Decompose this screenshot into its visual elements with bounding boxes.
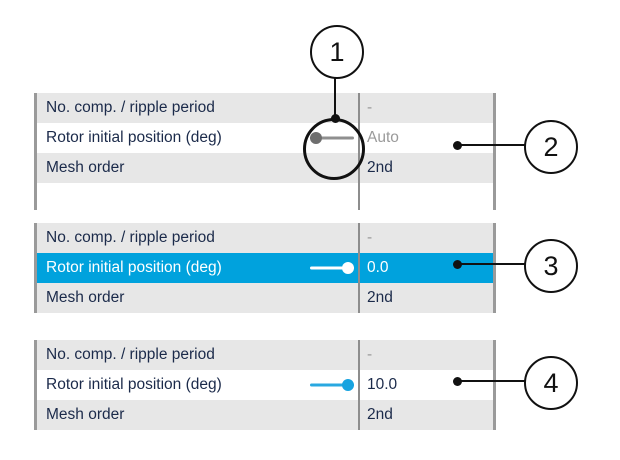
- property-value: 2nd: [367, 406, 393, 423]
- property-value: -: [367, 346, 373, 363]
- table-row[interactable]: No. comp. / ripple period -: [37, 223, 493, 253]
- property-name-cell: No. comp. / ripple period: [37, 93, 358, 123]
- table-row[interactable]: Mesh order 2nd: [37, 283, 493, 313]
- callout-label: 1: [329, 36, 345, 67]
- callout-2-anchor-dot: [453, 140, 462, 150]
- property-name-cell: Rotor initial position (deg): [37, 253, 358, 283]
- property-name-cell: Rotor initial position (deg): [37, 370, 358, 400]
- callout-1: 1: [310, 25, 364, 79]
- property-value-cell[interactable]: 2nd: [360, 400, 493, 430]
- column-divider: [358, 370, 360, 400]
- callout-2-leader: [457, 144, 525, 146]
- callout-1-anchor-dot: [330, 114, 340, 123]
- column-divider: [358, 283, 360, 313]
- property-label: Mesh order: [46, 289, 125, 306]
- callout-label: 4: [543, 367, 559, 398]
- property-panel-zero[interactable]: No. comp. / ripple period - Rotor initia…: [34, 223, 496, 313]
- callout-label: 3: [543, 250, 559, 281]
- property-value-cell[interactable]: [360, 183, 493, 210]
- callout-4: 4: [524, 356, 578, 410]
- rotor-initial-position-slider-ten[interactable]: [310, 378, 354, 392]
- callout-3: 3: [524, 239, 578, 293]
- property-label: No. comp. / ripple period: [46, 99, 215, 116]
- property-name-cell: Mesh order: [37, 153, 358, 183]
- callout-4-anchor-dot: [453, 376, 462, 386]
- callout-label: 2: [543, 131, 559, 162]
- property-panel-ten[interactable]: No. comp. / ripple period - Rotor initia…: [34, 340, 496, 430]
- callout-1-leader: [334, 74, 336, 122]
- property-name-cell: [37, 183, 358, 210]
- column-divider: [358, 183, 360, 210]
- callout-1-highlight-ring: [303, 118, 365, 180]
- property-value-cell[interactable]: -: [360, 340, 493, 370]
- column-divider: [358, 93, 360, 123]
- callout-3-leader: [457, 263, 525, 265]
- callout-2: 2: [524, 120, 578, 174]
- property-label: Mesh order: [46, 406, 125, 423]
- property-label: No. comp. / ripple period: [46, 346, 215, 363]
- table-row[interactable]: Rotor initial position (deg) 10.0: [37, 370, 493, 400]
- property-value: Auto: [367, 129, 399, 146]
- property-label: Rotor initial position (deg): [46, 129, 222, 146]
- rotor-initial-position-value-zero[interactable]: 0.0: [360, 253, 493, 283]
- table-row[interactable]: Mesh order 2nd: [37, 400, 493, 430]
- rotor-initial-position-slider-zero[interactable]: [310, 261, 354, 275]
- table-row[interactable]: No. comp. / ripple period -: [37, 340, 493, 370]
- slider-knob[interactable]: [342, 379, 354, 391]
- property-value: -: [367, 229, 373, 246]
- property-value: 2nd: [367, 289, 393, 306]
- column-divider: [358, 223, 360, 253]
- property-name-cell: Mesh order: [37, 400, 358, 430]
- table-row-selected[interactable]: Rotor initial position (deg) 0.0: [37, 253, 493, 283]
- column-divider: [358, 400, 360, 430]
- slider-knob[interactable]: [342, 262, 354, 274]
- column-divider: [358, 153, 360, 183]
- rotor-initial-position-value-auto[interactable]: Auto: [360, 123, 493, 153]
- property-name-cell: No. comp. / ripple period: [37, 223, 358, 253]
- property-value: -: [367, 99, 373, 116]
- callout-3-anchor-dot: [453, 259, 462, 269]
- property-name-cell: Mesh order: [37, 283, 358, 313]
- column-divider: [358, 253, 360, 283]
- slider-track: [310, 383, 354, 387]
- property-label: Rotor initial position (deg): [46, 259, 222, 276]
- property-label: No. comp. / ripple period: [46, 229, 215, 246]
- property-panel-auto[interactable]: No. comp. / ripple period - Rotor initia…: [34, 93, 496, 210]
- slider-track: [310, 266, 354, 270]
- rotor-initial-position-value-ten[interactable]: 10.0: [360, 370, 493, 400]
- property-value-cell[interactable]: 2nd: [360, 283, 493, 313]
- property-value: 10.0: [367, 376, 398, 393]
- table-row[interactable]: Mesh order 2nd: [37, 153, 493, 183]
- property-value: 2nd: [367, 159, 393, 176]
- column-divider: [358, 340, 360, 370]
- table-row-clipped[interactable]: [37, 183, 493, 210]
- property-value-cell[interactable]: -: [360, 223, 493, 253]
- callout-4-leader: [457, 380, 525, 382]
- property-name-cell: No. comp. / ripple period: [37, 340, 358, 370]
- property-value-cell[interactable]: -: [360, 93, 493, 123]
- property-value: 0.0: [367, 259, 389, 276]
- property-label: Rotor initial position (deg): [46, 376, 222, 393]
- table-row[interactable]: No. comp. / ripple period -: [37, 93, 493, 123]
- table-row[interactable]: Rotor initial position (deg) Auto: [37, 123, 493, 153]
- property-value-cell[interactable]: 2nd: [360, 153, 493, 183]
- property-label: Mesh order: [46, 159, 125, 176]
